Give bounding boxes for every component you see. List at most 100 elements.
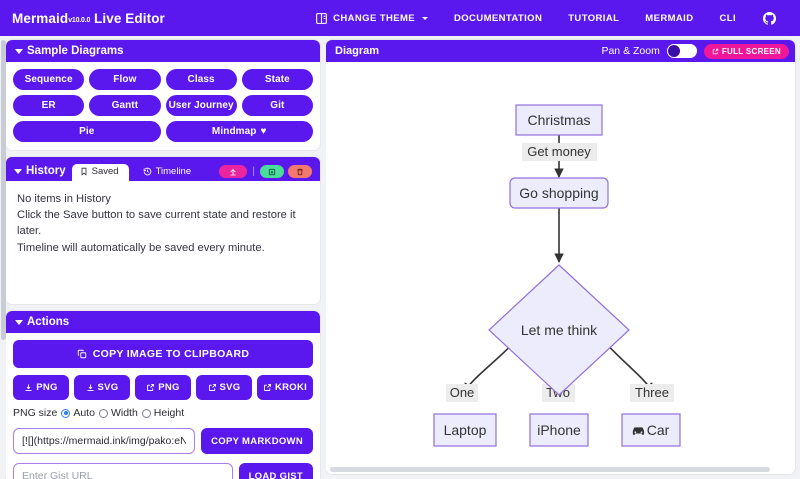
download-box-icon <box>268 168 276 175</box>
diagram-header-controls: Pan & Zoom FULL SCREEN <box>601 43 789 59</box>
toggle-knob <box>667 45 680 57</box>
sample-button-class[interactable]: Class <box>165 69 237 90</box>
sample-button-gantt[interactable]: Gantt <box>89 95 161 116</box>
export-svg-link-button[interactable]: SVG <box>196 375 252 400</box>
full-screen-button[interactable]: FULL SCREEN <box>703 43 789 59</box>
export-svg-link-label: SVG <box>219 382 241 393</box>
sample-diagrams-card: Sample Diagrams Sequence Flow Class Stat… <box>6 40 320 150</box>
copy-image-to-clipboard-button[interactable]: COPY IMAGE TO CLIPBOARD <box>13 340 313 368</box>
export-png-download-label: PNG <box>36 382 58 393</box>
node-christmas-shape <box>515 104 603 136</box>
node-laptop-shape <box>433 413 497 447</box>
history-title-label: History <box>26 165 66 177</box>
brand-suffix: Live Editor <box>94 10 165 26</box>
history-empty-line-1: No items in History <box>17 193 111 205</box>
sample-diagrams-header[interactable]: Sample Diagrams <box>6 40 320 62</box>
gist-row: LOAD GIST <box>13 463 313 479</box>
node-car[interactable]: Car <box>621 413 681 447</box>
png-size-option-width[interactable]: Width <box>98 407 138 419</box>
copy-markdown-button[interactable]: COPY MARKDOWN <box>201 428 313 454</box>
right-panel: Diagram Pan & Zoom FULL SCREEN <box>326 36 800 479</box>
theme-book-icon <box>315 12 328 25</box>
left-panel-scrollbar[interactable] <box>1 38 6 477</box>
history-delete-button[interactable] <box>288 165 312 178</box>
chevron-down-icon <box>14 168 22 174</box>
export-kroki-button[interactable]: KROKI <box>257 375 313 400</box>
node-christmas-label: Christmas <box>527 112 590 128</box>
radio-auto[interactable] <box>61 408 71 418</box>
diagram-header: Diagram Pan & Zoom FULL SCREEN <box>326 40 795 62</box>
pan-zoom-toggle[interactable] <box>666 44 697 58</box>
markdown-input[interactable] <box>13 428 196 454</box>
download-icon <box>87 384 94 391</box>
diagram-canvas[interactable]: Get money One Two Three <box>326 62 795 466</box>
diagram-card: Diagram Pan & Zoom FULL SCREEN <box>326 40 795 474</box>
node-christmas[interactable]: Christmas <box>515 104 603 136</box>
sample-diagrams-row-3: Pie Mindmap ♥ <box>13 121 313 142</box>
tab-timeline[interactable]: Timeline <box>135 164 202 181</box>
sample-button-mindmap[interactable]: Mindmap ♥ <box>165 121 313 142</box>
actions-title: Actions <box>27 316 70 328</box>
nav-mermaid[interactable]: MERMAID <box>632 13 706 24</box>
node-iphone[interactable]: iPhone <box>529 413 589 447</box>
node-laptop-label: Laptop <box>444 422 487 438</box>
nav-documentation[interactable]: DOCUMENTATION <box>441 13 555 24</box>
nav-github[interactable] <box>749 11 790 26</box>
nav-tutorial[interactable]: TUTORIAL <box>555 13 632 24</box>
scrollbar-thumb[interactable] <box>1 40 6 340</box>
sample-button-state[interactable]: State <box>241 69 313 90</box>
sample-button-git[interactable]: Git <box>241 95 313 116</box>
sample-button-flow[interactable]: Flow <box>89 69 161 90</box>
nav-change-theme-label: CHANGE THEME <box>333 12 415 24</box>
sample-button-er[interactable]: ER <box>13 95 85 116</box>
png-size-label: PNG size <box>13 407 58 419</box>
brand-version: v10.0.0 <box>68 16 91 24</box>
brand-title: Mermaidv10.0.0 Live Editor <box>12 11 165 26</box>
edge-label-bg <box>522 143 597 161</box>
export-svg-download-button[interactable]: SVG <box>74 375 130 400</box>
diagram-horizontal-scrollbar[interactable] <box>326 466 795 474</box>
history-title[interactable]: History <box>14 165 66 181</box>
node-laptop[interactable]: Laptop <box>433 413 497 447</box>
history-download-button[interactable] <box>260 165 284 178</box>
flowchart-nodes: Christmas Go shopping Let me think <box>433 104 681 447</box>
history-empty-line-2: Click the Save button to save current st… <box>17 209 296 238</box>
edge-label-get-money: Get money <box>527 144 591 159</box>
sample-button-user-journey[interactable]: User Journey <box>165 95 237 116</box>
nav-change-theme[interactable]: CHANGE THEME <box>302 12 441 25</box>
history-clock-icon <box>143 168 151 176</box>
node-let-me-think[interactable]: Let me think <box>488 264 630 396</box>
scrollbar-thumb[interactable] <box>330 467 770 472</box>
bookmark-icon <box>81 168 87 176</box>
tab-saved[interactable]: Saved <box>71 163 129 181</box>
node-iphone-label: iPhone <box>537 422 581 438</box>
tab-saved-label: Saved <box>91 165 119 177</box>
png-size-option-auto[interactable]: Auto <box>61 407 95 419</box>
gist-url-input[interactable] <box>13 463 233 479</box>
sample-button-sequence[interactable]: Sequence <box>13 69 85 90</box>
export-png-download-button[interactable]: PNG <box>13 375 69 400</box>
export-png-link-button[interactable]: PNG <box>135 375 191 400</box>
actions-body: COPY IMAGE TO CLIPBOARD PNG SVG <box>6 333 320 479</box>
nav-cli[interactable]: CLI <box>706 13 749 24</box>
png-size-height-label: Height <box>153 407 185 419</box>
radio-height[interactable] <box>141 408 151 418</box>
history-empty-line-3: Timeline will automatically be saved eve… <box>17 241 265 254</box>
external-link-icon <box>147 384 155 391</box>
flowchart-svg: Get money One Two Three <box>433 104 681 447</box>
sample-button-pie[interactable]: Pie <box>13 121 161 142</box>
nav-tutorial-label: TUTORIAL <box>568 12 620 24</box>
copy-image-label: COPY IMAGE TO CLIPBOARD <box>92 348 250 360</box>
radio-width[interactable] <box>98 408 108 418</box>
external-link-icon <box>263 384 271 391</box>
png-size-auto-label: Auto <box>73 407 95 419</box>
node-go-shopping[interactable]: Go shopping <box>509 177 609 209</box>
edge-label-bg <box>630 384 674 402</box>
actions-header[interactable]: Actions <box>6 311 320 333</box>
png-size-option-height[interactable]: Height <box>141 407 185 419</box>
diagram-title: Diagram <box>335 45 380 57</box>
external-link-icon <box>712 48 719 54</box>
png-size-width-label: Width <box>110 407 138 419</box>
load-gist-button[interactable]: LOAD GIST <box>238 463 313 479</box>
history-save-button[interactable] <box>219 165 248 178</box>
